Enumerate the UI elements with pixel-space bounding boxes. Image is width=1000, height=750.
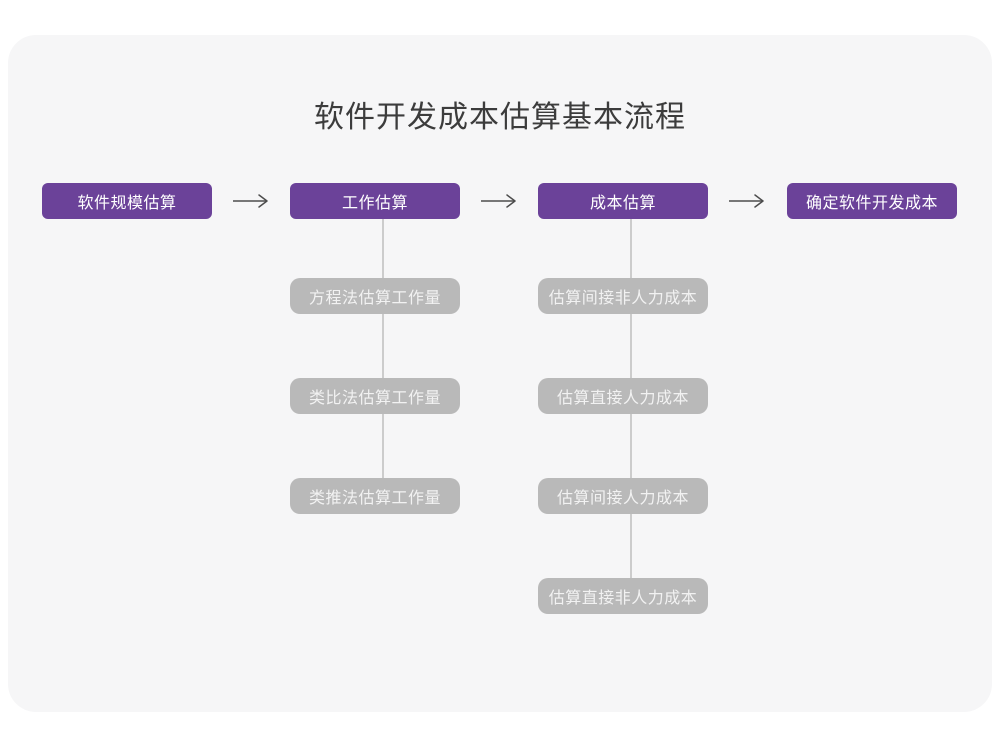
substep-extrapolation-method: 类推法估算工作量: [290, 478, 460, 514]
page-title: 软件开发成本估算基本流程: [314, 101, 686, 134]
main-step-cost-estimation: 成本估算: [538, 183, 708, 219]
connector-work-substeps: [382, 219, 384, 496]
main-step-software-scale-estimation: 软件规模估算: [42, 183, 212, 219]
substep-equation-method: 方程法估算工作量: [290, 278, 460, 314]
substep-analogy-method: 类比法估算工作量: [290, 378, 460, 414]
main-step-determine-dev-cost: 确定软件开发成本: [787, 183, 957, 219]
substep-direct-nonlabor-cost: 估算直接非人力成本: [538, 578, 708, 614]
arrow-right-icon: [481, 194, 516, 208]
substep-direct-labor-cost: 估算直接人力成本: [538, 378, 708, 414]
main-step-work-estimation: 工作估算: [290, 183, 460, 219]
arrow-right-icon: [729, 194, 764, 208]
substep-indirect-nonlabor-cost: 估算间接非人力成本: [538, 278, 708, 314]
flowchart-card: 软件开发成本估算基本流程 软件规模估算 工作估算 成本估算 确定软件开发成本 方…: [8, 35, 992, 712]
arrow-right-icon: [233, 194, 268, 208]
substep-indirect-labor-cost: 估算间接人力成本: [538, 478, 708, 514]
